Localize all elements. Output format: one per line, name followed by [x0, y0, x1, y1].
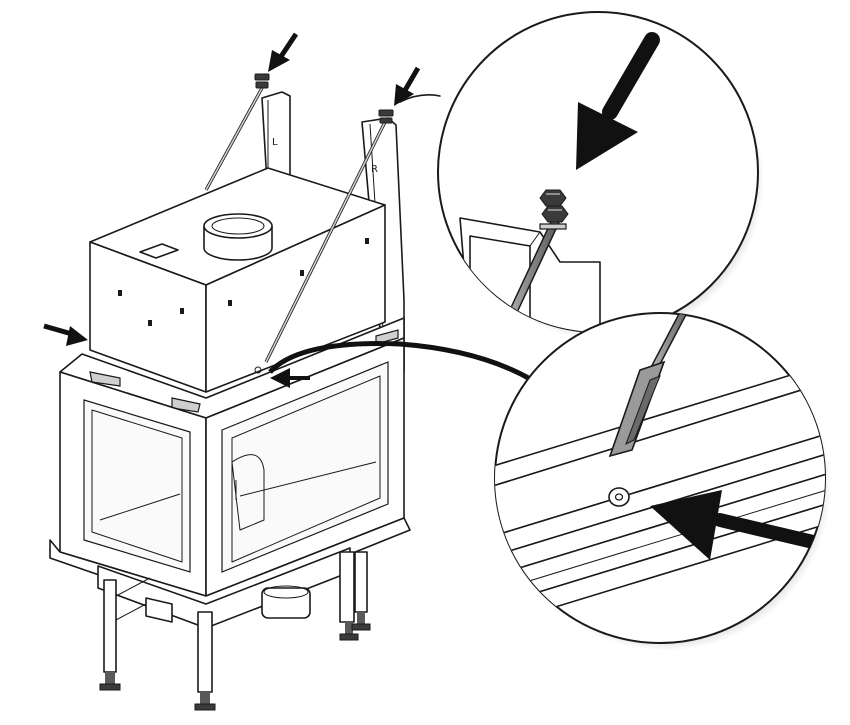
callout-nut-detail [437, 11, 764, 340]
bracket-label-right: R [371, 164, 378, 175]
fireplace-insert: L R [49, 73, 411, 711]
callout-bolt-detail [494, 312, 831, 651]
bracket-label-left: L [272, 137, 278, 148]
base-stand [97, 547, 371, 711]
bolt-icon [539, 189, 569, 230]
firebox [49, 337, 411, 613]
nut-icon [254, 73, 394, 124]
arrow-icon [43, 32, 421, 388]
flue-collar [203, 213, 273, 261]
tension-rods [204, 87, 388, 363]
